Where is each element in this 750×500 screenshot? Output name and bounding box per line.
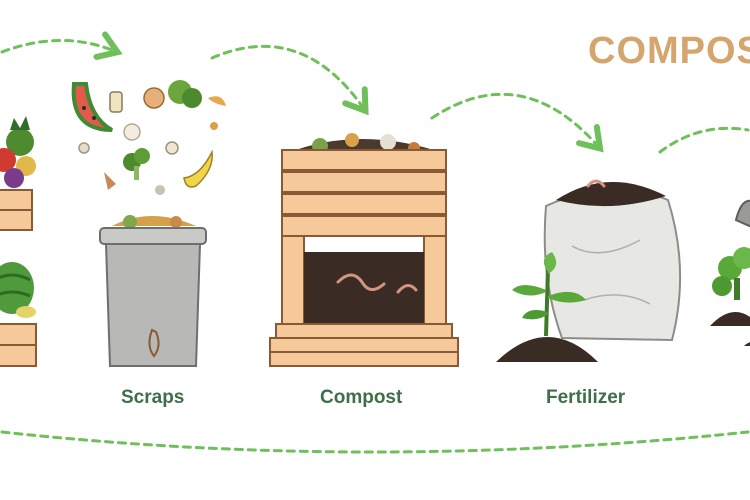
watermelon-icon: [0, 262, 36, 318]
bottle-icon: [109, 91, 123, 113]
peel-icon: [208, 96, 226, 106]
arrow-return-loop: [0, 430, 750, 454]
seedling-icon: [496, 252, 598, 362]
broccoli-icon: [123, 148, 150, 180]
watermelon-slice-icon: [71, 82, 114, 132]
banana-peel-icon: [183, 149, 213, 188]
arrow-scraps-to-compost: [210, 44, 369, 116]
lettuce-icon: [168, 80, 202, 108]
compost-box-icon: [269, 133, 459, 367]
plant-and-trowel-icon: [710, 199, 750, 346]
page-title: COMPOST: [588, 30, 750, 72]
arrow-produce-to-scraps: [0, 31, 123, 60]
onion-icon: [143, 87, 165, 109]
trash-bin-icon: [99, 215, 207, 367]
arrow-fertilizer-to-plant: [658, 126, 750, 154]
stage-label-scraps: Scraps: [121, 387, 185, 408]
worm-icon: [336, 273, 386, 291]
eggshell-icon: [123, 123, 141, 141]
vegetables-icon: [0, 116, 36, 188]
stage-label-compost: Compost: [320, 387, 403, 408]
food-scraps: [71, 80, 226, 195]
flow-arrows: [0, 31, 750, 454]
produce-crates: [0, 116, 37, 367]
arrow-compost-to-fertilizer: [430, 92, 604, 153]
stage-label-fertilizer: Fertilizer: [546, 387, 626, 408]
compost-soil: [304, 252, 424, 326]
fertilizer-sack-icon: [543, 179, 682, 342]
